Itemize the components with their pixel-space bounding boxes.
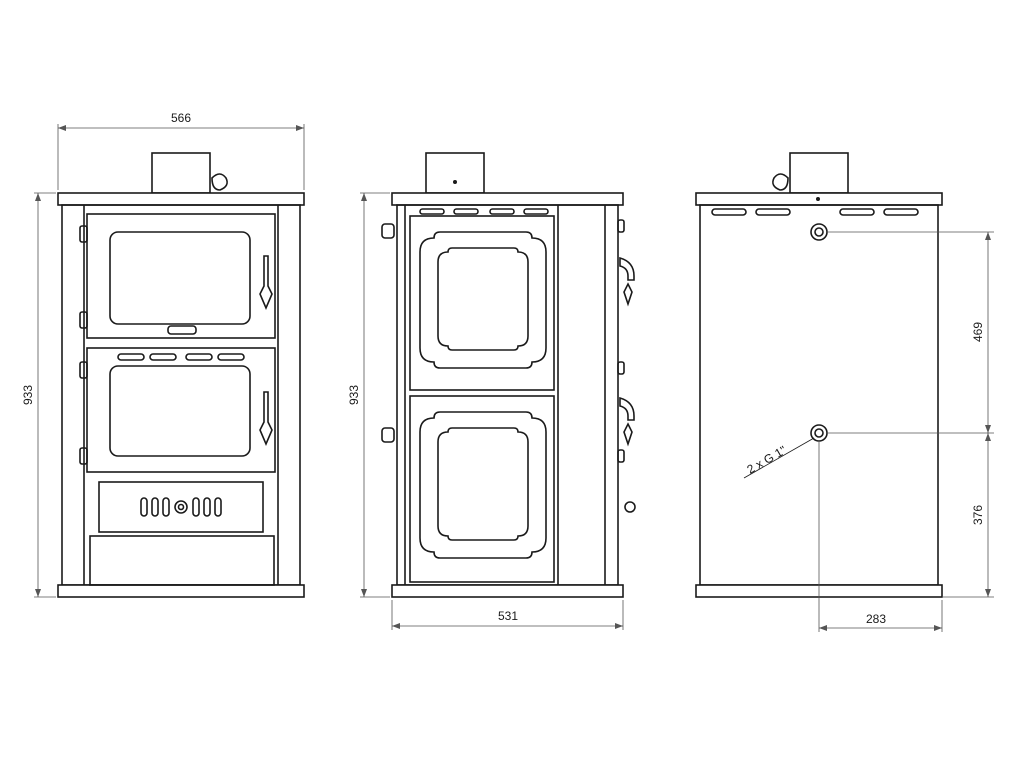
- side-lower-panel: [409, 395, 555, 583]
- front-top-plate: [57, 192, 305, 206]
- rear-connection-label: 2 x G 1": [745, 443, 789, 477]
- front-height-label: 933: [21, 385, 35, 405]
- rear-lower-height-label: 376: [971, 505, 985, 525]
- front-flue-pipe: [151, 152, 211, 194]
- side-top-plate: [391, 192, 624, 206]
- front-lower-handle: [259, 391, 273, 447]
- front-lower-window: [109, 365, 251, 457]
- rear-view: 2 x G 1" 469 376 283: [695, 152, 994, 632]
- front-ash-drawer: [98, 481, 264, 533]
- front-view: 566 933: [21, 111, 305, 598]
- front-lower-door: [86, 347, 276, 473]
- side-lower-handle: [619, 396, 635, 421]
- rear-offset-label: 283: [866, 612, 886, 626]
- front-base: [57, 584, 305, 598]
- rear-upper-connection: [810, 223, 828, 241]
- side-upper-ornament: [419, 231, 547, 369]
- front-upper-door: [86, 213, 276, 339]
- front-upper-window: [109, 231, 251, 325]
- rear-damper-knob: [772, 173, 789, 191]
- front-damper-knob: [211, 173, 228, 191]
- side-upper-panel: [409, 215, 555, 391]
- front-upper-handle: [259, 255, 273, 311]
- side-base: [391, 584, 624, 598]
- front-upper-badge: [167, 325, 197, 335]
- side-body: [396, 204, 619, 586]
- side-lower-ornament: [419, 411, 547, 559]
- side-depth-label: 531: [498, 609, 518, 623]
- rear-flue-pipe: [789, 152, 849, 194]
- rear-upper-distance-label: 469: [971, 322, 985, 342]
- side-flue-pipe: [425, 152, 485, 194]
- side-view: 933 531: [347, 152, 636, 630]
- side-upper-handle: [619, 256, 635, 281]
- front-width-label: 566: [171, 111, 191, 125]
- side-height-label: 933: [347, 385, 361, 405]
- front-plinth: [89, 535, 275, 586]
